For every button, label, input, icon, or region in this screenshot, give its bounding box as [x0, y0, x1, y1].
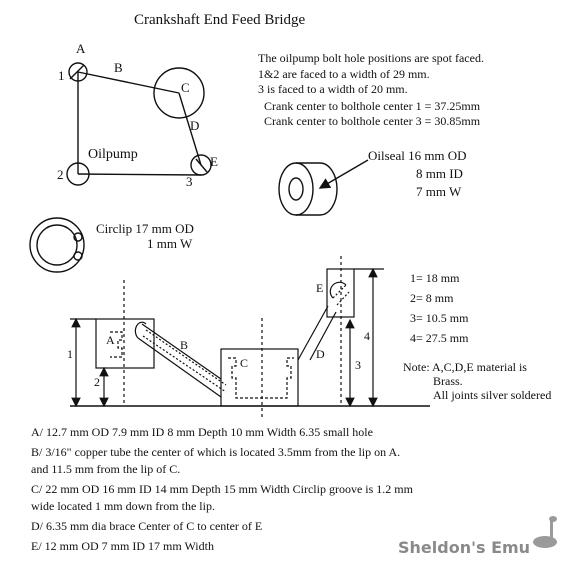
pump-line-d [178, 92, 202, 166]
pump-label-a: A [76, 41, 86, 56]
dim-list-2: 2= 8 mm [410, 291, 454, 305]
dim-list-4: 4= 27.5 mm [410, 331, 469, 345]
emu-logo-icon [533, 516, 557, 548]
pump-label-1: 1 [58, 68, 65, 83]
side-label-b: B [180, 338, 188, 352]
side-dim-4: 4 [364, 329, 370, 343]
spec-c-cont: wide located 1 mm down from the lip. [31, 499, 215, 513]
oilseal-label-id: 8 mm ID [416, 166, 463, 181]
spec-e: E/ 12 mm OD 7 mm ID 17 mm Width [31, 539, 214, 553]
spec-d: D/ 6.35 mm dia brace Center of C to cent… [31, 519, 262, 533]
material-note-1: Note: A,C,D,E material is [403, 360, 527, 374]
spec-b: B/ 3/16" copper tube the center of which… [31, 445, 400, 459]
spec-b-cont: and 11.5 mm from the lip of C. [31, 462, 180, 476]
pump-label-e: E [210, 154, 218, 169]
dim-list-3: 3= 10.5 mm [410, 311, 469, 325]
pump-label-2: 2 [57, 167, 64, 182]
oilseal-label-od: Oilseal 16 mm OD [368, 148, 467, 163]
oilseal-drawing [278, 159, 369, 216]
note-line-4: Crank center to bolthole center 1 = 37.2… [264, 99, 481, 113]
note-line-1: The oilpump bolt hole positions are spot… [258, 51, 484, 65]
material-note-2: Brass. [433, 374, 463, 388]
dim-list-1: 1= 18 mm [410, 271, 460, 285]
material-note-3: All joints silver soldered [433, 388, 551, 402]
note-line-3: 3 is faced to a width of 20 mm. [258, 82, 408, 96]
pump-label-b: B [114, 60, 123, 75]
circlip-label-w: 1 mm W [147, 236, 193, 251]
pump-label-oilpump: Oilpump [88, 147, 138, 162]
pump-label-c: C [181, 80, 190, 95]
side-view [70, 256, 430, 420]
spec-a: A/ 12.7 mm OD 7.9 mm ID 8 mm Depth 10 mm… [31, 425, 373, 439]
tube-b [137, 323, 222, 398]
diagram-title: Crankshaft End Feed Bridge [134, 12, 306, 28]
circlip-drawing [29, 217, 85, 273]
pump-label-3: 3 [186, 174, 193, 189]
oilpump-top-view [66, 62, 212, 186]
side-label-a: A [106, 333, 115, 347]
note-line-2: 1&2 are faced to a width of 29 mm. [258, 67, 430, 81]
pump-line-b [77, 71, 180, 94]
side-label-e: E [316, 281, 323, 295]
part-c-body [220, 348, 299, 407]
circlip-label-od: Circlip 17 mm OD [96, 221, 194, 236]
crank-center-circle [153, 67, 205, 119]
side-dim-3: 3 [355, 358, 361, 372]
pump-label-d: D [190, 118, 199, 133]
side-label-c: C [240, 356, 248, 370]
spec-c: C/ 22 mm OD 16 mm ID 14 mm Depth 15 mm W… [31, 482, 414, 496]
brace-d [297, 305, 337, 361]
watermark-text: Sheldon's Emu [398, 538, 530, 557]
pump-outline-bottom [77, 173, 202, 176]
side-dim-1: 1 [67, 347, 73, 361]
side-label-d: D [316, 347, 325, 361]
note-line-5: Crank center to bolthole center 3 = 30.8… [264, 114, 481, 128]
side-dim-2: 2 [94, 375, 100, 389]
oilseal-label-w: 7 mm W [416, 184, 462, 199]
